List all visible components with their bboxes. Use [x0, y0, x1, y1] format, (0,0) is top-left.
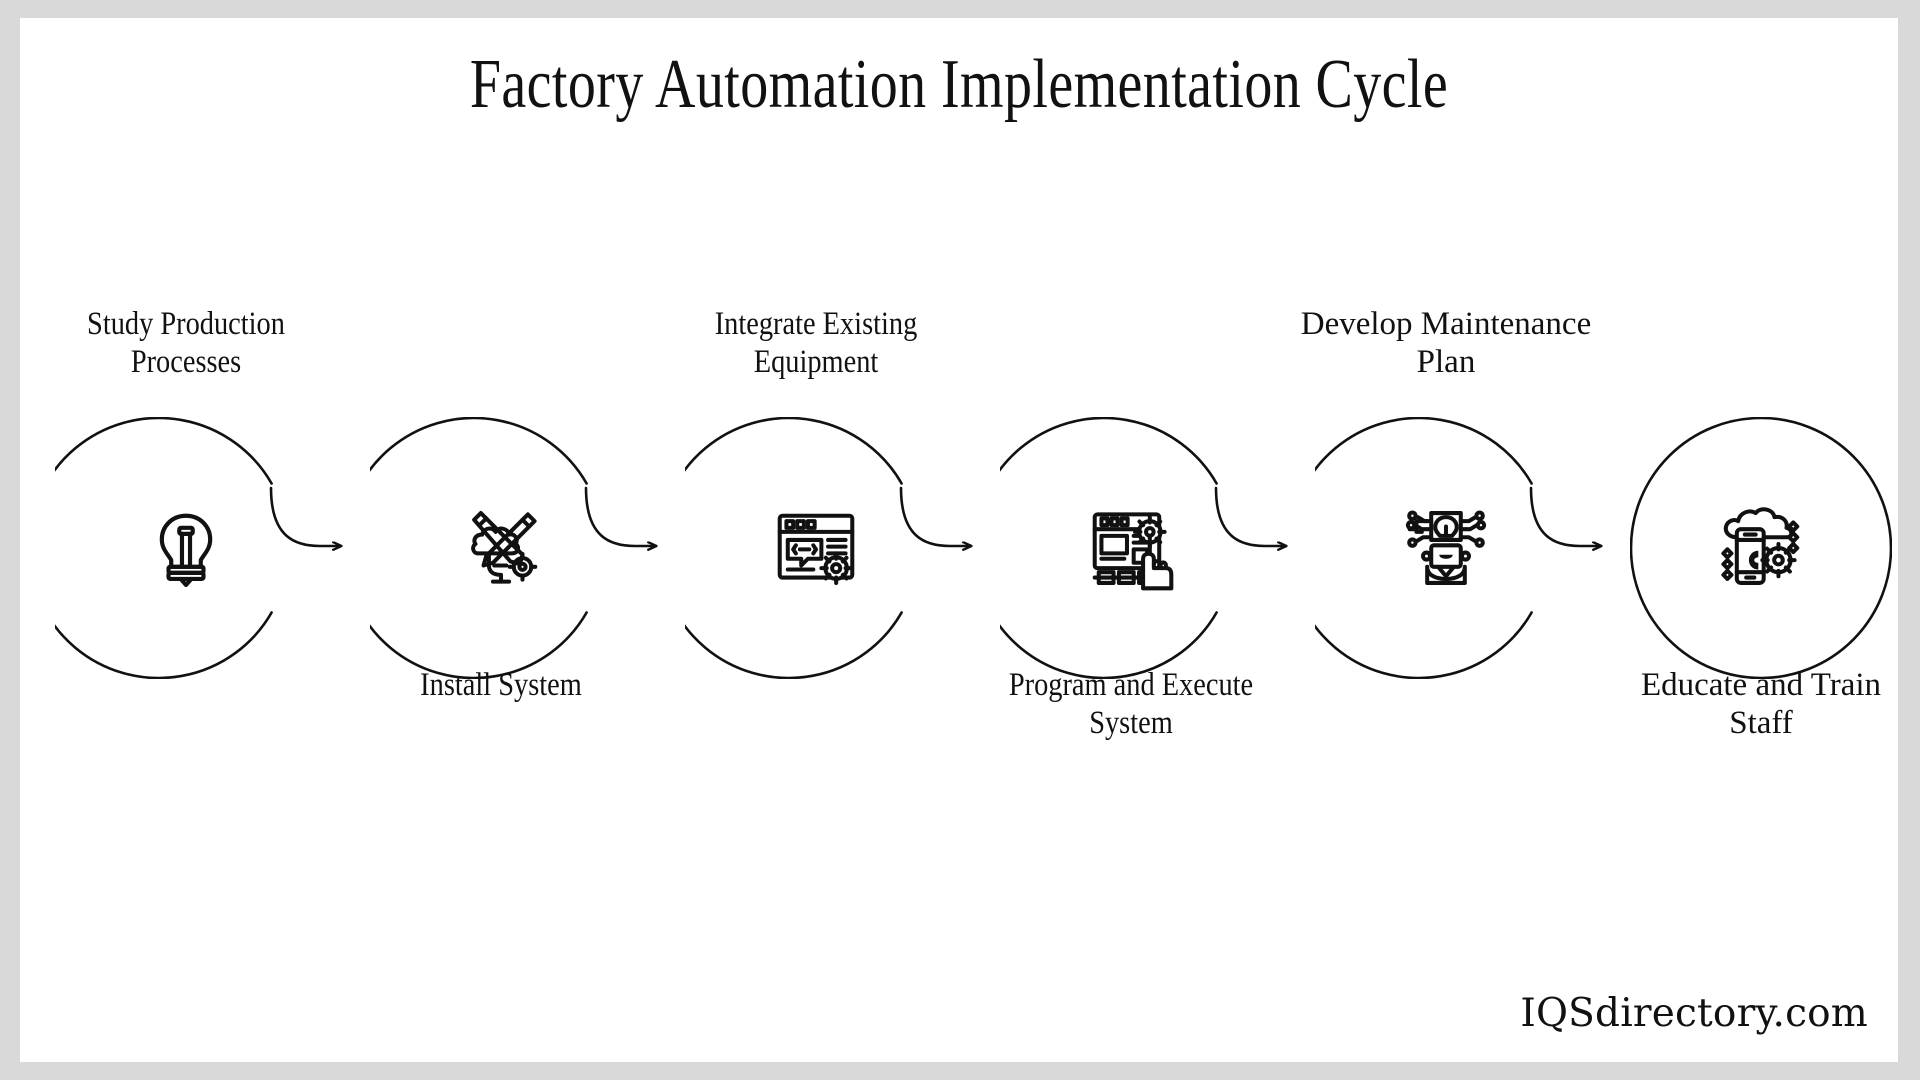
step-circle-5	[1315, 417, 1533, 679]
process-step-4[interactable]	[1000, 417, 1262, 679]
connector-arrow-3	[899, 486, 971, 546]
label-line: Study Production	[87, 306, 285, 342]
label-line: Install System	[420, 667, 582, 703]
label-line: Program and Execute	[1008, 667, 1254, 703]
code-window-gear-icon	[777, 513, 855, 585]
step-circle-1	[55, 417, 273, 679]
dashboard-hand-gear-icon	[1092, 512, 1174, 591]
label-line: Integrate Existing	[714, 306, 918, 342]
process-step-5-label: Develop Maintenance Plan	[1266, 305, 1626, 382]
process-step-1[interactable]	[55, 417, 317, 679]
process-step-6[interactable]	[1630, 417, 1892, 679]
step-circle-3	[685, 417, 903, 679]
process-step-2[interactable]	[370, 417, 632, 679]
label-line: Develop Maintenance	[1300, 306, 1592, 342]
label-line: Staff	[1729, 705, 1793, 742]
step-circle-6	[1630, 417, 1892, 679]
watermark: IQSdirectory.com	[1520, 991, 1868, 1036]
page-title: Factory Automation Implementation Cycle	[469, 46, 1449, 123]
step-circle-4	[1000, 417, 1218, 679]
step-circle-2	[370, 417, 588, 679]
process-step-2-label: Install System	[346, 666, 656, 704]
connector-arrow-1	[269, 486, 341, 546]
connector-layer	[269, 486, 1898, 1062]
connector-arrow-4	[1214, 486, 1286, 546]
label-line: Educate and Train	[1640, 667, 1882, 703]
cloud-device-gear-icon	[1721, 507, 1800, 585]
process-step-5[interactable]	[1315, 417, 1577, 679]
label-line: Equipment	[753, 344, 879, 381]
infographic-card: Factory Automation Implementation Cycle	[20, 18, 1898, 1062]
lightbulb-icon	[159, 513, 213, 588]
process-step-3[interactable]	[685, 417, 947, 679]
process-flow-diagram: Study Production Processes	[20, 18, 1898, 1062]
process-step-6-label: Educate and Train Staff	[1581, 666, 1920, 743]
connector-arrow-5	[1529, 486, 1601, 546]
label-line: Processes	[130, 344, 242, 381]
label-line: Plan	[1416, 344, 1476, 381]
process-step-3-label: Integrate Existing Equipment	[661, 305, 971, 382]
connector-arrow-2	[584, 486, 656, 546]
process-step-4-label: Program and Execute System	[976, 666, 1286, 743]
process-step-1-label: Study Production Processes	[31, 305, 341, 382]
brain-pencil-gear-icon	[471, 511, 538, 584]
label-line: System	[1089, 705, 1173, 742]
ai-person-bulb-icon	[1405, 510, 1487, 585]
